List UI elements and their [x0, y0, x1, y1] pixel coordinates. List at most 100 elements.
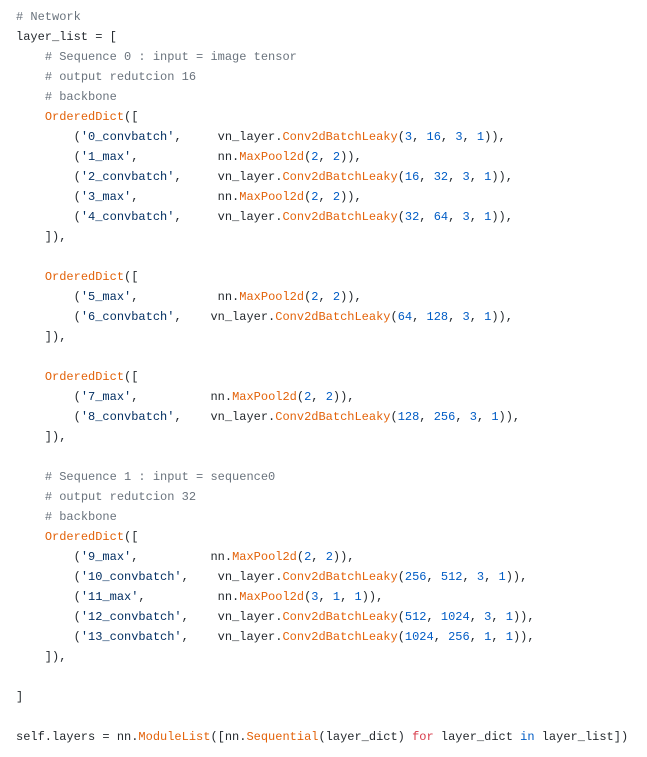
code-text: )),	[491, 310, 513, 324]
code-number: 2	[304, 390, 312, 404]
code-text: , nn.	[131, 190, 240, 204]
code-text: ,	[419, 170, 434, 184]
code-text: )),	[361, 590, 384, 604]
code-number: 1	[498, 570, 506, 584]
code-function-name: OrderedDict	[44, 370, 125, 384]
code-text: ,	[491, 630, 506, 644]
code-line: # Sequence 1 : input = sequence0	[16, 467, 628, 487]
code-text	[16, 270, 45, 284]
code-string: '10_convbatch'	[80, 570, 182, 584]
code-number: 2	[311, 290, 319, 304]
code-function-name: ModuleList	[138, 730, 211, 744]
code-number: 3	[455, 130, 463, 144]
code-text: (	[16, 310, 81, 324]
code-number: 1	[484, 310, 492, 324]
code-number: 1	[505, 610, 513, 624]
code-text: (	[304, 190, 312, 204]
code-text: ,	[462, 570, 477, 584]
code-function-name: MaxPool2d	[232, 550, 297, 564]
code-number: 512	[404, 610, 427, 624]
code-number: 1	[484, 630, 492, 644]
code-text: ]),	[16, 650, 67, 664]
code-text: )),	[512, 610, 535, 624]
code-text: ,	[491, 610, 506, 624]
code-text	[16, 70, 45, 84]
code-text: )),	[491, 170, 513, 184]
code-line	[16, 447, 628, 467]
code-line: ('1_max', nn.MaxPool2d(2, 2)),	[16, 147, 628, 167]
code-function-name: MaxPool2d	[239, 590, 305, 604]
code-number: 1	[484, 210, 492, 224]
code-number: 256	[448, 630, 470, 644]
code-string: '1_max'	[80, 150, 132, 164]
code-text	[16, 110, 45, 124]
code-string: '2_convbatch'	[80, 170, 175, 184]
code-text: (	[16, 610, 81, 624]
code-line: ('6_convbatch', vn_layer.Conv2dBatchLeak…	[16, 307, 628, 327]
code-text: ,	[412, 130, 427, 144]
code-text: , vn_layer.	[181, 570, 283, 584]
code-line: ]	[16, 687, 628, 707]
code-text: , nn.	[131, 290, 240, 304]
code-text: ,	[469, 170, 485, 184]
code-text: , nn.	[131, 150, 240, 164]
code-line: ('7_max', nn.MaxPool2d(2, 2)),	[16, 387, 628, 407]
code-function-name: OrderedDict	[44, 270, 125, 284]
code-text: )),	[505, 570, 528, 584]
code-number: 16	[426, 130, 441, 144]
code-function-name: MaxPool2d	[239, 190, 305, 204]
code-line: layer_list = [	[16, 27, 628, 47]
code-function-name: Sequential	[246, 730, 319, 744]
code-line: ('9_max', nn.MaxPool2d(2, 2)),	[16, 547, 628, 567]
code-number: 1	[354, 590, 362, 604]
code-text: ,	[469, 210, 485, 224]
code-line: OrderedDict([	[16, 527, 628, 547]
code-number: 2	[311, 150, 319, 164]
code-text: , vn_layer.	[174, 410, 276, 424]
code-text: ,	[311, 550, 326, 564]
code-text: )),	[332, 550, 355, 564]
code-function-name: MaxPool2d	[239, 150, 305, 164]
code-text: ,	[318, 290, 333, 304]
code-text: , vn_layer.	[174, 210, 283, 224]
code-text: layer_list])	[534, 730, 629, 744]
code-number: 3	[404, 130, 413, 144]
code-string: '9_max'	[80, 550, 132, 564]
code-string: '11_max'	[80, 590, 139, 604]
code-number: 1	[505, 630, 513, 644]
code-text: (	[296, 390, 305, 404]
code-number: 32	[433, 170, 449, 184]
code-text	[16, 490, 45, 504]
code-text: ]	[16, 690, 24, 704]
code-line: # backbone	[16, 87, 628, 107]
code-text: layer_list = [	[16, 30, 117, 44]
code-line: ]),	[16, 647, 628, 667]
code-keyword: for	[412, 730, 434, 744]
code-line: ('5_max', nn.MaxPool2d(2, 2)),	[16, 287, 628, 307]
code-number: 256	[404, 570, 427, 584]
code-text	[16, 90, 45, 104]
code-line: ]),	[16, 427, 628, 447]
code-number: 1024	[440, 610, 470, 624]
code-text: (	[16, 290, 81, 304]
code-text: , nn.	[131, 390, 233, 404]
code-line: ('8_convbatch', vn_layer.Conv2dBatchLeak…	[16, 407, 628, 427]
code-line: ('2_convbatch', vn_layer.Conv2dBatchLeak…	[16, 167, 628, 187]
code-text: (	[16, 390, 81, 404]
code-string: '5_max'	[80, 290, 132, 304]
code-text: )),	[340, 290, 362, 304]
code-text: ,	[448, 170, 463, 184]
code-text: (	[16, 130, 81, 144]
code-text: ,	[455, 410, 470, 424]
code-number: 16	[404, 170, 420, 184]
code-number: 3	[462, 170, 470, 184]
code-line: # backbone	[16, 507, 628, 527]
code-text: (	[390, 310, 398, 324]
code-number: 32	[404, 210, 420, 224]
code-comment: # backbone	[44, 90, 117, 104]
code-text: ,	[462, 130, 477, 144]
code-text: (	[16, 630, 81, 644]
code-line	[16, 247, 628, 267]
code-text: , vn_layer.	[181, 610, 283, 624]
code-text: )),	[484, 130, 506, 144]
